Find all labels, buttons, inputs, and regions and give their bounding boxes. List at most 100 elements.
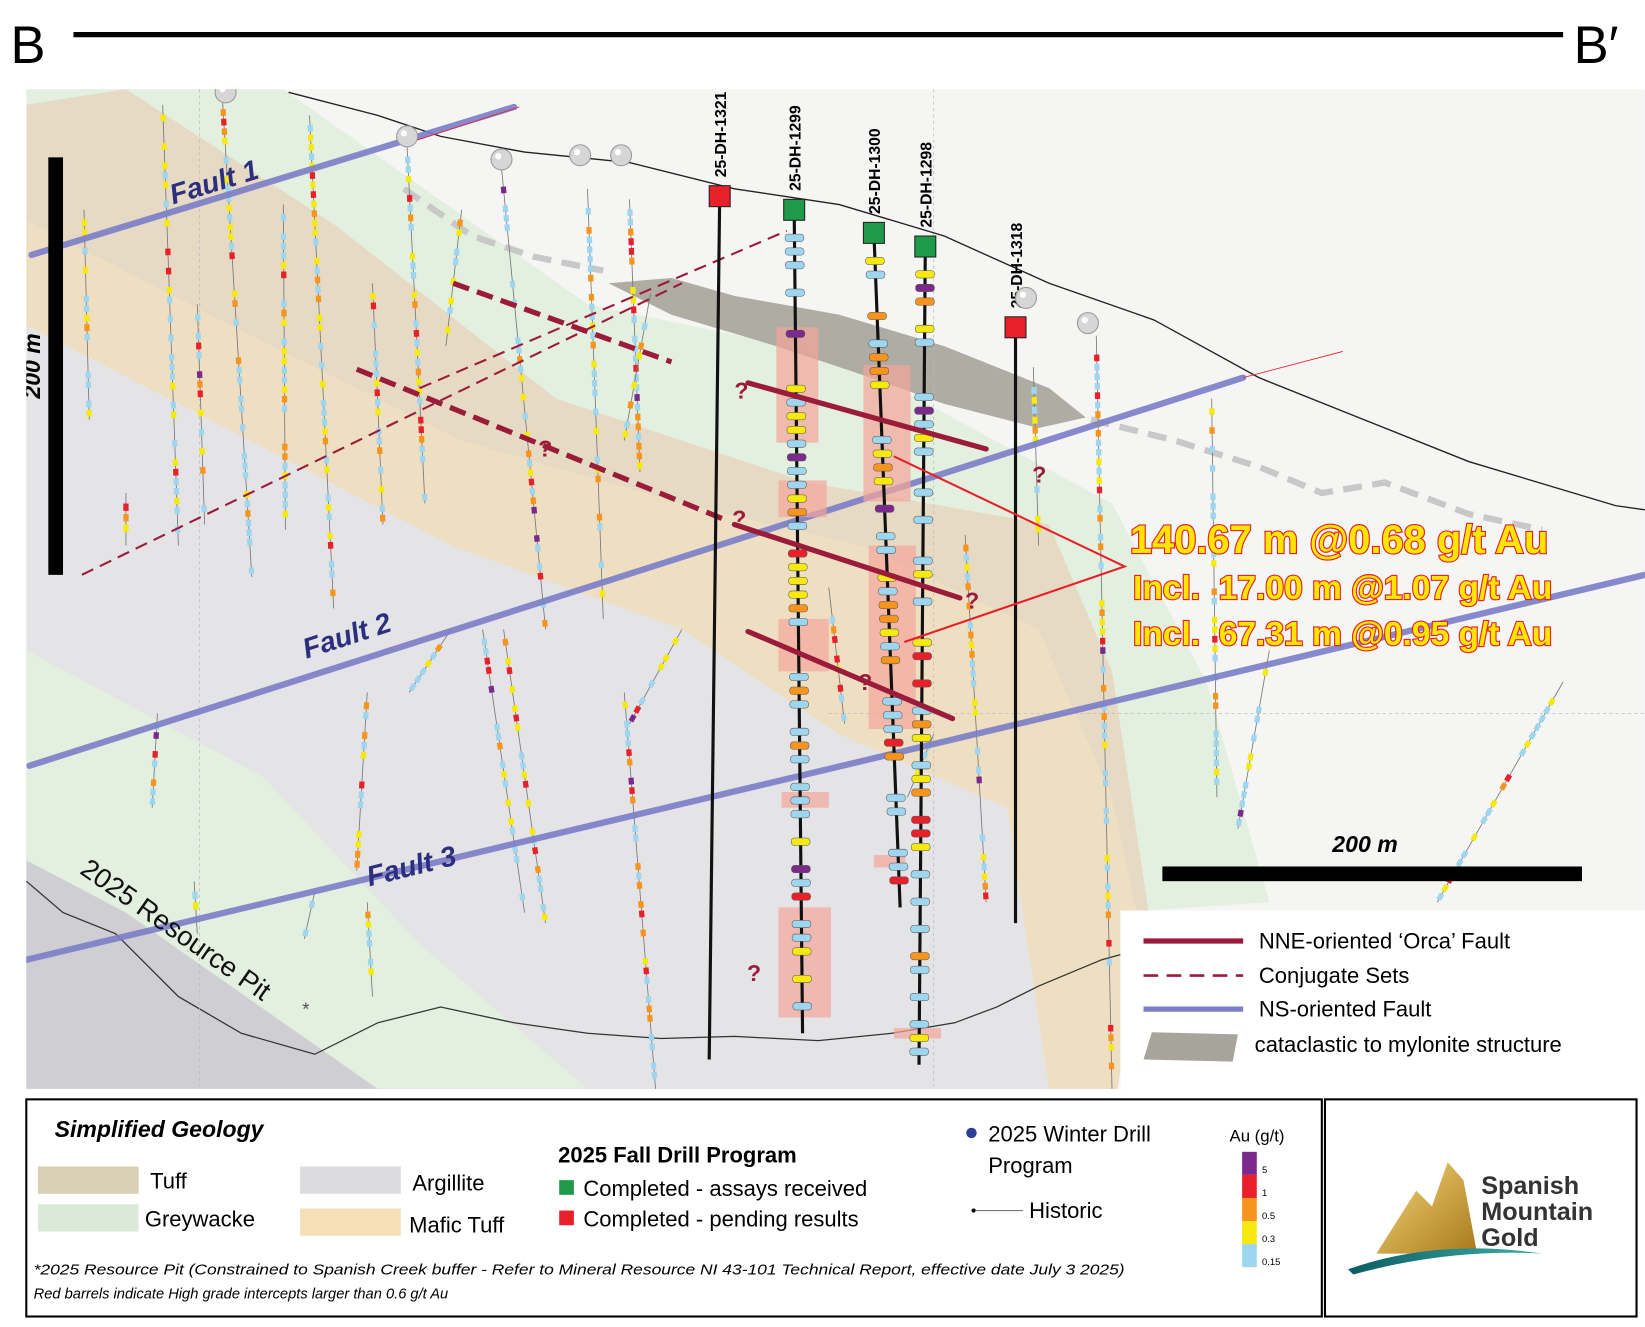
assay-interval <box>911 734 932 742</box>
assay-interval <box>914 324 935 333</box>
assay-interval <box>870 380 890 389</box>
assay-interval <box>834 655 841 663</box>
assay-interval <box>638 900 644 909</box>
assay-interval <box>506 666 513 675</box>
fault-1-line <box>28 103 518 259</box>
assay-interval <box>868 339 888 348</box>
assay-interval <box>789 727 810 736</box>
drill-collar[interactable] <box>1004 316 1027 339</box>
assay-interval <box>640 929 647 937</box>
assay-interval <box>879 628 900 637</box>
drill-hole-label: 25-DH-1321 <box>713 91 730 177</box>
assay-interval <box>910 965 930 974</box>
drill-hole-25-DH-1299[interactable]: 25-DH-1299 <box>776 105 831 1034</box>
assay-interval <box>914 420 934 429</box>
assay-interval <box>525 450 532 458</box>
assay-interval <box>1455 858 1464 868</box>
drill-hole-25-DH-1300[interactable]: 25-DH-1300 <box>862 128 916 908</box>
assay-interval <box>910 952 930 961</box>
assay-interval <box>913 515 933 524</box>
legend-assays-received: Completed - assays received <box>583 1176 867 1201</box>
winter-drill-collar <box>214 89 237 104</box>
assay-interval <box>888 862 909 871</box>
assay-interval <box>872 449 893 458</box>
assay-interval <box>1538 714 1547 723</box>
assay-interval <box>518 752 525 760</box>
assay-interval <box>452 258 459 266</box>
intercept-callout <box>893 455 1128 643</box>
assay-interval <box>515 337 521 345</box>
winter-drill-collar <box>1014 286 1038 309</box>
assay-interval <box>647 679 656 689</box>
drill-hole-25-DH-1298[interactable]: 25-DH-1298 <box>893 142 942 1065</box>
au-scale-label: 0.3 <box>1262 1234 1275 1245</box>
assay-interval <box>909 1034 929 1042</box>
assay-interval <box>790 837 811 846</box>
assay-interval <box>302 928 309 937</box>
drill-collar[interactable] <box>914 235 937 258</box>
drill-hole-25-DH-1321[interactable]: 25-DH-1321 <box>707 91 731 1060</box>
high-grade-barrel <box>893 1028 942 1039</box>
logo-text-2: Mountain <box>1481 1198 1593 1226</box>
assay-interval <box>786 439 807 448</box>
legend-mafic-tuff: Mafic Tuff <box>409 1213 505 1238</box>
assay-interval <box>911 720 932 729</box>
intercept-main: 140.67 m @0.68 g/t Au <box>1130 518 1548 562</box>
au-scale-label: 0.5 <box>1262 1211 1275 1222</box>
assay-interval <box>789 700 809 709</box>
assay-interval <box>867 312 887 320</box>
assay-interval <box>419 667 428 676</box>
assay-interval <box>625 739 632 747</box>
assay-interval <box>502 780 509 788</box>
assay-interval <box>519 893 526 901</box>
assay-interval <box>1547 697 1556 707</box>
bottom-legend: Simplified Geology Tuff Argillite Greywa… <box>25 1098 1638 1318</box>
legend-cataclastic: cataclastic to mylonite structure <box>1255 1032 1562 1057</box>
assay-interval <box>522 412 529 420</box>
assay-interval <box>633 705 642 714</box>
drill-hole-25-DH-1318[interactable]: 25-DH-1318 <box>1004 223 1027 924</box>
assay-interval <box>792 974 812 983</box>
assay-interval <box>541 913 548 921</box>
assay-interval <box>1533 722 1542 732</box>
assay-interval <box>1504 773 1513 783</box>
assay-interval <box>875 532 896 541</box>
drill-collar[interactable] <box>862 221 885 244</box>
legend-winter-program: 2025 Winter Drill <box>988 1121 1151 1146</box>
assay-interval <box>502 205 509 213</box>
footnote-resource-pit: *2025 Resource Pit (Constrained to Spani… <box>34 1263 1125 1279</box>
assay-interval <box>488 685 495 694</box>
drill-collar[interactable] <box>783 198 806 221</box>
au-scale-swatch <box>1242 1221 1257 1245</box>
au-scale-swatch <box>1242 1197 1257 1222</box>
assay-interval <box>830 626 837 634</box>
assay-interval <box>787 467 807 476</box>
assay-interval <box>518 374 525 382</box>
assay-interval <box>884 752 904 761</box>
question-mark: ? <box>538 435 552 461</box>
assay-interval <box>447 306 454 315</box>
assay-interval <box>837 684 844 692</box>
assay-interval <box>645 995 652 1003</box>
ns-faults <box>26 103 1645 963</box>
assay-interval <box>790 755 810 764</box>
assay-interval <box>915 284 935 292</box>
assay-interval <box>495 732 502 741</box>
assay-interval <box>787 522 808 530</box>
question-mark: ? <box>858 669 872 695</box>
assay-interval <box>1247 753 1254 761</box>
horizontal-scale-bar <box>1162 866 1582 882</box>
drill-collar[interactable] <box>708 185 731 208</box>
assay-interval <box>1235 818 1243 827</box>
fault-3-line <box>26 571 1645 963</box>
assay-interval <box>913 556 933 565</box>
assay-interval <box>787 549 808 558</box>
winter-drill-dot-icon <box>966 1127 977 1139</box>
assay-interval <box>1245 762 1253 771</box>
au-color-scale: 510.50.30.15 <box>1242 1151 1280 1268</box>
vertical-scale-bar <box>48 157 64 575</box>
question-mark: ? <box>734 378 748 404</box>
assay-interval <box>512 846 519 854</box>
assay-interval <box>505 798 512 807</box>
assay-interval <box>520 393 527 401</box>
